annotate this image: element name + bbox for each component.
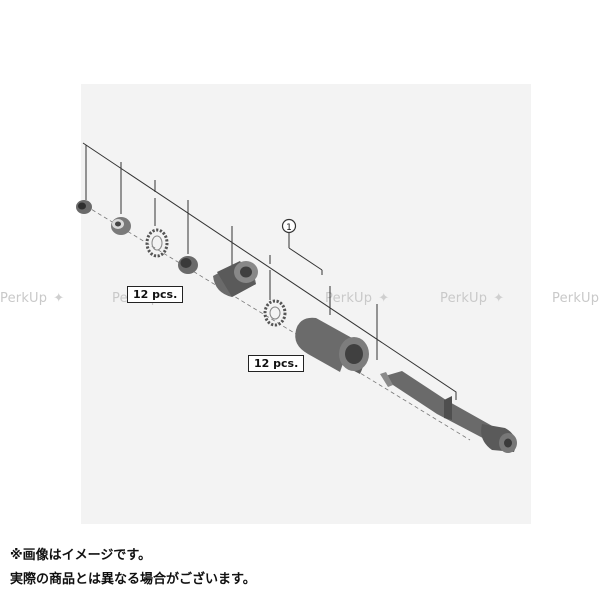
part-ball-retainer-left xyxy=(145,228,169,258)
diagram-background xyxy=(81,84,531,524)
watermark-text: PerkUp xyxy=(552,291,600,306)
callout-1: 1 xyxy=(281,218,297,234)
watermark-text: PerkUp✦ xyxy=(440,291,505,306)
quantity-label-left: 12 pcs. xyxy=(127,286,184,303)
paw-icon: ✦ xyxy=(53,291,65,306)
disclaimer-line-2: 実際の商品とは異なる場合がございます。 xyxy=(10,572,256,587)
watermark-text: PerkUp✦ xyxy=(0,291,65,306)
part-spacer xyxy=(178,256,198,274)
paw-icon: ✦ xyxy=(493,291,505,306)
paw-icon: ✦ xyxy=(378,291,390,306)
quantity-label-right: 12 pcs. xyxy=(248,355,305,372)
part-freehub-body xyxy=(295,317,369,374)
callout-number: 1 xyxy=(286,223,292,233)
part-axle xyxy=(380,371,517,453)
part-sleeve xyxy=(213,261,258,297)
watermark-text: PerkUp✦ xyxy=(325,291,390,306)
part-ball-retainer-right xyxy=(263,299,287,327)
part-cone-nut xyxy=(111,217,131,235)
disclaimer-line-1: ※画像はイメージです。 xyxy=(10,548,152,563)
part-lock-nut xyxy=(76,200,92,214)
